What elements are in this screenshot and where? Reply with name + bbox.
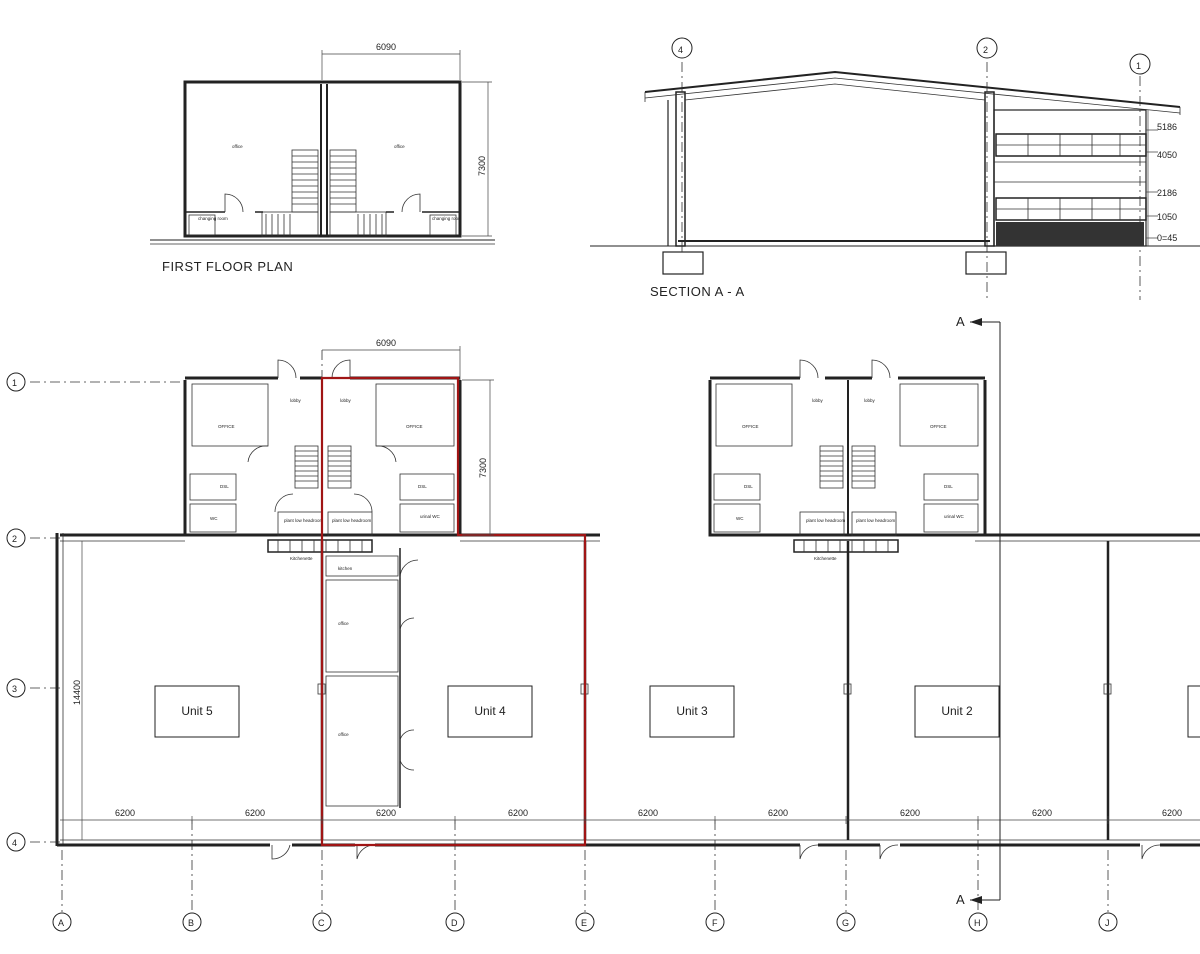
core-left-office-b: OFFICE [406,424,423,429]
ground-depth-dimension: 14400 [72,680,82,705]
core-block-right: OFFICE lobby lobby OFFICE DSL WC DSL uri… [708,359,987,561]
section-grid-ref-4: 4 [678,45,683,55]
col-label-g: G [842,918,849,928]
core-right-office-a: OFFICE [742,424,759,429]
core-left-lobby-b: lobby [340,398,352,403]
row-label-3: 3 [12,684,17,694]
row-label-1: 1 [12,378,17,388]
section-title: SECTION A - A [650,284,745,299]
first-floor-plan-title: FIRST FLOOR PLAN [162,259,293,274]
unit-4-label: Unit 4 [474,704,506,718]
section-level-0: 0=45 [1157,233,1177,243]
unit-4-office-label-a: office [338,621,349,626]
first-floor-stair-left [291,149,319,213]
first-floor-changing-left-label: changing room [198,216,228,221]
core-right-lobby-a: lobby [812,398,824,403]
section-mark-bottom: A [956,892,965,907]
core-left-wc-a: WC [210,516,218,521]
ground-floor-dimensions: 6090 7300 14400 6200 6200 6200 6200 6200… [60,338,1200,840]
bay-dim-5: 6200 [638,808,658,818]
section-level-5186: 5186 [1157,122,1177,132]
unit-1-label-box-partial [1187,685,1200,738]
core-right-kitchenette: Kitchenette [814,556,837,561]
unit-4-kitchen-label: kitchen [338,566,353,571]
col-label-h: H [974,918,981,928]
core-right-office-b: OFFICE [930,424,947,429]
core-right-lobby-b: lobby [864,398,876,403]
first-floor-changing-right-label: changing room [432,216,462,221]
unit-3-label: Unit 3 [676,704,708,718]
core-right-plant-b: plant low headroom [856,518,896,523]
section-grid-ref-2: 2 [983,45,988,55]
core-left-dsl-a: DSL [220,484,229,489]
bay-dim-9: 6200 [1162,808,1182,818]
core-right-wc-b: urinal WC [944,514,965,519]
core-left-plant-b: plant low headroom [332,518,372,523]
unit-2-label-box[interactable]: Unit 2 [914,685,1000,738]
bay-dim-7: 6200 [900,808,920,818]
bay-dim-3: 6200 [376,808,396,818]
col-label-f: F [712,918,718,928]
row-label-4: 4 [12,838,17,848]
col-label-c: C [318,918,325,928]
core-left-wc-b: urinal WC [420,514,441,519]
section-level-4050: 4050 [1157,150,1177,160]
core-left-kitchenette: Kitchenette [290,556,313,561]
section-level-2186: 2186 [1157,188,1177,198]
bay-dim-1: 6200 [115,808,135,818]
bay-dim-2: 6200 [245,808,265,818]
first-floor-office-right-label: office [394,144,405,149]
ground-floor-plan: 1 2 3 4 A B [6,314,1200,932]
unit-3-label-box[interactable]: Unit 3 [649,685,735,738]
col-label-e: E [581,918,587,928]
row-markers: 1 2 3 4 [6,372,26,852]
section-a-a: 4 2 1 5186 4050 2186 1050 0=45 SECTION A… [590,37,1200,300]
bay-dim-4: 6200 [508,808,528,818]
section-mark-top: A [956,314,965,329]
unit-4-highlight-outline [320,376,587,847]
ground-side-dimension: 7300 [478,458,488,478]
section-grid-ref-1: 1 [1136,61,1141,71]
core-left-plant-a: plant low headroom [284,518,324,523]
first-floor-plan: changing room changing room office offic… [150,42,495,274]
core-right-dsl-a: DSL [744,484,753,489]
col-label-a: A [58,918,64,928]
first-floor-stair-right [329,149,357,213]
unit-4-label-box[interactable]: Unit 4 [447,685,533,738]
building-shell [55,533,1200,860]
unit-4-internal-rooms: kitchen office office [325,548,419,808]
col-label-j: J [1105,918,1110,928]
unit-4-office-label-b: office [338,732,349,737]
column-markers: A B C D E F G H J [52,912,1118,932]
section-level-1050: 1050 [1157,212,1177,222]
core-right-dsl-b: DSL [944,484,953,489]
section-cut-line: A A [956,314,1001,907]
unit-5-label-box[interactable]: Unit 5 [154,685,240,738]
core-right-wc-a: WC [736,516,744,521]
first-floor-depth-dimension: 7300 [477,156,487,176]
row-label-2: 2 [12,534,17,544]
bay-dim-6: 6200 [768,808,788,818]
core-right-plant-a: plant low headroom [806,518,846,523]
first-floor-width-dimension: 6090 [376,42,396,52]
col-label-b: B [188,918,194,928]
core-left-office-a: OFFICE [218,424,235,429]
first-floor-office-left-label: office [232,144,243,149]
col-label-d: D [451,918,458,928]
core-left-dsl-b: DSL [418,484,427,489]
core-left-lobby-a: lobby [290,398,302,403]
ground-top-dimension: 6090 [376,338,396,348]
unit-5-label: Unit 5 [181,704,213,718]
bay-dim-8: 6200 [1032,808,1052,818]
unit-2-label: Unit 2 [941,704,973,718]
